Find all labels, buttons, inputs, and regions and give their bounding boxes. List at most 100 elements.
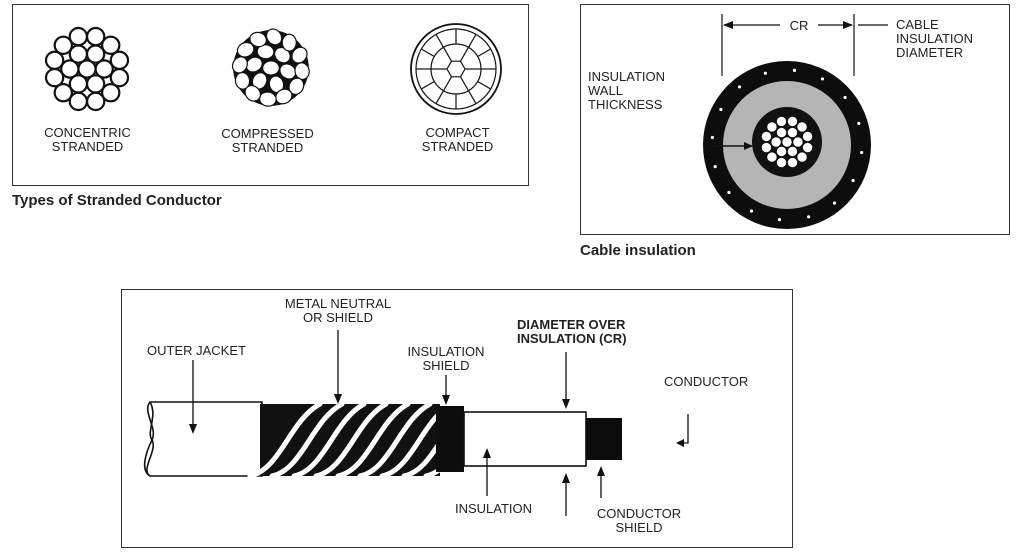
- core-strand: [760, 130, 773, 143]
- jacket-dot: [713, 165, 717, 169]
- core-strand: [775, 115, 788, 128]
- jacket-dot: [807, 215, 811, 219]
- concentric-strand: [101, 35, 121, 55]
- cr-arrowhead-left: [723, 21, 733, 29]
- core-strand: [786, 145, 799, 158]
- insulation-shield-arrowhead: [442, 395, 450, 405]
- conductor-strands: [760, 115, 814, 169]
- core-strand: [766, 121, 778, 133]
- core-strand: [760, 141, 773, 154]
- core-strand: [796, 121, 808, 133]
- neutral-wire: [357, 401, 433, 479]
- compressed-strand: [245, 56, 263, 73]
- compressed-strand: [236, 41, 255, 58]
- compact-outer-divider: [435, 34, 445, 48]
- outer-jacket-arrowhead: [189, 424, 197, 434]
- diameter-over-arrowhead: [562, 399, 570, 409]
- compressed-strand: [281, 33, 297, 52]
- neutral-wire: [269, 401, 345, 479]
- jacket-dot: [860, 150, 864, 155]
- core-strand: [775, 145, 788, 158]
- compact-inner-divider: [442, 47, 453, 62]
- insulation-shield-band: [436, 406, 464, 472]
- compact-stranded-icon: [410, 23, 502, 115]
- compact-outer-divider: [467, 90, 477, 104]
- diameter-under-arrowhead: [562, 473, 570, 483]
- compressed-strand: [265, 28, 283, 46]
- compressed-strand: [291, 46, 308, 64]
- metal-neutral-label: METAL NEUTRAL OR SHIELD: [284, 296, 392, 325]
- compressed-strand: [288, 77, 305, 95]
- conductor-leader: [680, 414, 689, 444]
- concentric-strand: [109, 50, 130, 71]
- jacket-dot: [851, 178, 855, 183]
- jacket-dot: [820, 77, 825, 81]
- conductor-shield-block: [586, 418, 622, 460]
- conductor-label: CONDUCTOR: [664, 374, 749, 389]
- compressed-strand: [231, 56, 248, 74]
- concentric-strand: [53, 83, 73, 103]
- wall-thickness-arrowhead: [744, 142, 753, 150]
- concentric-strand: [85, 26, 106, 47]
- compressed-stranded-icon: [231, 28, 310, 107]
- core-strand: [801, 130, 814, 143]
- cable-insulation-caption: Cable insulation: [580, 242, 696, 259]
- outer-jacket-tube: [143, 401, 263, 477]
- core-strand: [786, 126, 799, 139]
- concentric-strand: [60, 59, 80, 79]
- cr-label: CR: [789, 18, 809, 33]
- neutral-wire: [313, 401, 389, 479]
- compact-outer-divider: [477, 80, 491, 90]
- concentric-strand: [44, 50, 65, 71]
- compressed-stranded-label: COMPRESSED STRANDED: [221, 126, 314, 155]
- compact-outer-divider: [421, 80, 435, 90]
- core-strand: [770, 136, 782, 148]
- compact-outer-divider: [435, 90, 445, 104]
- cable-insulation-diameter-label: CABLE INSULATION DIAMETER: [896, 17, 974, 60]
- concentric-stranded-icon: [44, 26, 130, 112]
- jacket-dot: [777, 218, 782, 222]
- concentric-strand: [101, 83, 121, 103]
- concentric-strand: [94, 59, 114, 79]
- insulation-wall-thickness-label: INSULATION WALL THICKNESS: [588, 69, 666, 112]
- jacket-dot: [832, 201, 837, 205]
- jacket-dot: [763, 71, 767, 75]
- stranded-types-caption: Types of Stranded Conductor: [12, 192, 222, 209]
- insulation-label: INSULATION: [455, 501, 533, 516]
- core-strand: [786, 115, 799, 128]
- conductor-shield-label: CONDUCTOR SHIELD: [596, 506, 682, 535]
- neutral-wire: [335, 401, 411, 479]
- jacket-dot: [843, 95, 847, 100]
- jacket-dot: [857, 121, 861, 125]
- insulation-body: [463, 411, 587, 467]
- core-strand: [766, 151, 778, 163]
- compact-stranded-label: COMPACT STRANDED: [421, 125, 494, 154]
- outer-jacket-label: OUTER JACKET: [147, 343, 246, 358]
- compact-inner-divider: [442, 76, 453, 91]
- metal-neutral-arrowhead: [334, 394, 342, 404]
- core-strand: [775, 126, 788, 139]
- cr-arrowhead-right: [843, 21, 853, 29]
- jacket-dot: [792, 68, 797, 72]
- compressed-strand: [256, 44, 275, 60]
- compressed-strand: [279, 63, 297, 80]
- jacket-dot: [737, 85, 742, 89]
- compact-outer-divider: [477, 48, 491, 58]
- neutral-wire: [291, 401, 367, 479]
- compressed-strand: [249, 31, 268, 48]
- core-strand: [801, 141, 814, 154]
- compact-outer: [410, 23, 502, 115]
- neutral-wire: [247, 401, 323, 479]
- compact-outer-divider: [467, 34, 477, 48]
- conductor-shield-arrowhead: [597, 466, 605, 476]
- core-strand: [792, 136, 804, 148]
- conductor-arrowhead: [676, 439, 684, 447]
- jacket-neutral-dots: [710, 68, 864, 222]
- jacket-dot: [749, 209, 754, 213]
- core-strand: [781, 136, 793, 148]
- concentric-stranded-label: CONCENTRIC STRANDED: [44, 125, 131, 154]
- insulation-arrowhead: [483, 448, 491, 458]
